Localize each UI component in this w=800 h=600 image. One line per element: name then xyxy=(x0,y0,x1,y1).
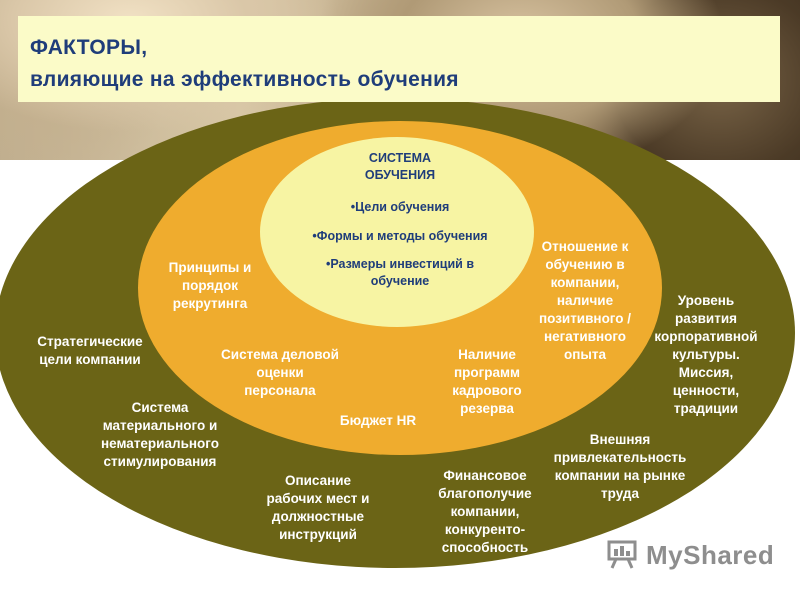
outer-item-corporate-culture: Уровень развития корпоративной культуры.… xyxy=(654,293,758,416)
presentation-board-icon xyxy=(607,540,637,569)
core-item-goals: •Цели обучения xyxy=(350,200,450,214)
middle-item-talent-pool: Наличие программ кадрового резерва xyxy=(452,347,522,416)
outer-item-job-descriptions: Описание рабочих мест и должностные инст… xyxy=(266,473,370,542)
middle-item-training-attitude: Отношение к обучению в компании, наличие… xyxy=(538,239,632,362)
myshared-logo: MyShared xyxy=(606,538,774,572)
middle-item-recruiting: Принципы и порядок рекрутинга xyxy=(168,260,252,311)
title-line-2: влияющие на эффективность обучения xyxy=(30,68,459,91)
outer-item-incentive-system: Система материального и нематериального … xyxy=(101,400,219,469)
title-line-1: ФАКТОРЫ, xyxy=(30,36,148,59)
title-banner: ФАКТОРЫ, влияющие на эффективность обуче… xyxy=(18,16,780,102)
core-item-investments: •Размеры инвестиций в обучение xyxy=(325,257,475,288)
outer-item-strategic-goals: Стратегические цели компании xyxy=(37,334,143,367)
middle-item-performance-appraisal: Система деловой оценки персонала xyxy=(221,347,339,398)
core-ellipse xyxy=(260,137,534,327)
outer-item-financial-wellbeing: Финансовое благополучие компании, конкур… xyxy=(438,468,532,555)
middle-item-hr-budget: Бюджет HR xyxy=(339,413,417,428)
core-title: СИСТЕМА ОБУЧЕНИЯ xyxy=(364,151,436,182)
logo-text: MyShared xyxy=(646,540,775,570)
core-item-forms-methods: •Формы и методы обучения xyxy=(312,229,488,243)
outer-item-employer-attractiveness: Внешняя привлекательность компании на ры… xyxy=(553,432,687,501)
